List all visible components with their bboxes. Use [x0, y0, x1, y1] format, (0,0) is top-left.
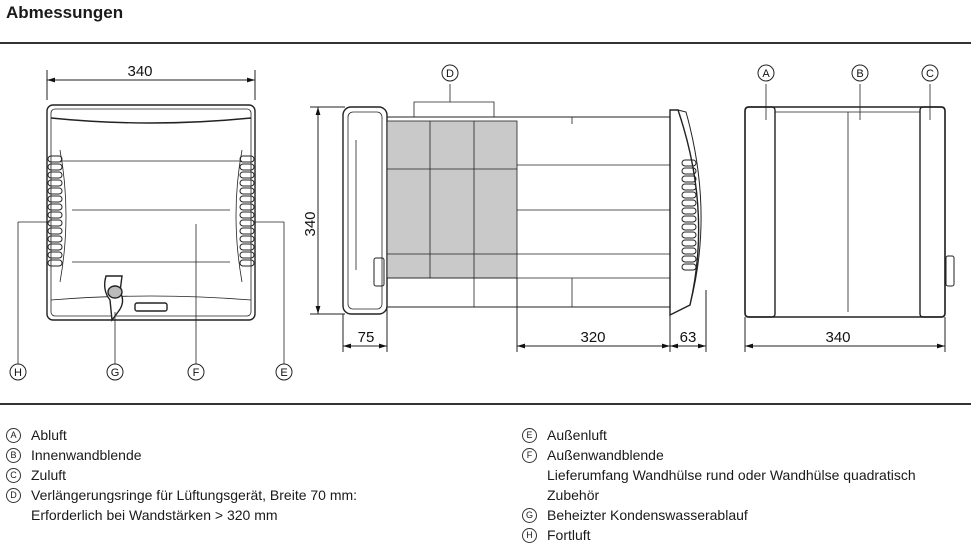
legend-item-f: F Außenwandblende	[518, 445, 916, 465]
condensate-drain	[103, 275, 168, 322]
front-view	[17, 70, 285, 364]
callout-h-label: H	[14, 367, 22, 379]
extension-rings	[386, 120, 518, 279]
legend-badge: A	[6, 428, 21, 443]
bottom-divider	[0, 403, 971, 405]
callout-b-label: B	[856, 68, 863, 80]
callout-f-label: F	[193, 367, 200, 379]
legend-item-a: A Abluft	[2, 425, 357, 445]
legend-text: Innenwandblende	[31, 447, 142, 463]
callout-d-label: D	[446, 68, 454, 80]
legend-badge: E	[522, 428, 537, 443]
callout-b: B	[851, 64, 869, 82]
legend-item-f-note-2: Zubehör	[518, 485, 916, 505]
legend-text: Verlängerungsringe für Lüftungsgerät, Br…	[31, 487, 358, 503]
legend-text: Zuluft	[31, 467, 67, 483]
dim-side-outer: 63	[680, 329, 697, 346]
legend-text: Außenluft	[547, 427, 607, 443]
legend-text: Beheizter Kondenswasserablauf	[547, 507, 748, 523]
legend-item-g: G Beheizter Kondenswasserablauf	[518, 505, 916, 525]
legend-text: Außenwandblende	[547, 447, 664, 463]
legend-badge-empty	[6, 508, 21, 523]
legend-badge: D	[6, 488, 21, 503]
dimension-drawing: 340	[9, 63, 955, 381]
front-left-grille	[47, 155, 63, 267]
page-title: Abmessungen	[6, 3, 124, 22]
legend-left: A Abluft B Innenwandblende C Zuluft D Ve…	[2, 425, 357, 525]
legend-badge: H	[522, 528, 537, 543]
callout-a-label: A	[762, 68, 770, 80]
callout-g: G	[106, 363, 124, 381]
side-view	[310, 84, 707, 352]
legend-badge: C	[6, 468, 21, 483]
legend-text: Abluft	[31, 427, 67, 443]
legend-text: Fortluft	[547, 527, 591, 543]
legend-item-b: B Innenwandblende	[2, 445, 357, 465]
legend-right: E Außenluft F Außenwandblende Lieferumfa…	[518, 425, 916, 545]
top-divider	[0, 42, 971, 44]
legend-text: Erforderlich bei Wandstärken > 320 mm	[31, 507, 278, 523]
callout-e: E	[275, 363, 293, 381]
legend-badge: F	[522, 448, 537, 463]
side-outer-grille	[681, 159, 697, 271]
dim-front-width: 340	[127, 63, 152, 80]
legend-badge-empty	[522, 488, 537, 503]
top-view	[744, 84, 955, 352]
callout-h: H	[9, 363, 27, 381]
legend-badge-empty	[522, 468, 537, 483]
callout-f: F	[187, 363, 205, 381]
dim-side-inner: 75	[358, 329, 375, 346]
callout-e-label: E	[280, 367, 287, 379]
legend-badge: G	[522, 508, 537, 523]
callout-c-label: C	[926, 68, 934, 80]
legend-item-e: E Außenluft	[518, 425, 916, 445]
front-right-grille	[239, 155, 255, 267]
legend-item-d: D Verlängerungsringe für Lüftungsgerät, …	[2, 485, 357, 505]
callout-a: A	[757, 64, 775, 82]
legend-item-h: H Fortluft	[518, 525, 916, 545]
dim-side-depth: 320	[580, 329, 605, 346]
dim-side-height: 340	[302, 211, 319, 236]
legend-item-f-note-1: Lieferumfang Wandhülse rund oder Wandhül…	[518, 465, 916, 485]
dim-top-width: 340	[825, 329, 850, 346]
legend-badge: B	[6, 448, 21, 463]
legend-item-c: C Zuluft	[2, 465, 357, 485]
legend-text: Zubehör	[547, 487, 600, 503]
callout-g-label: G	[111, 367, 120, 379]
callout-d: D	[441, 64, 459, 82]
legend-item-d-note: Erforderlich bei Wandstärken > 320 mm	[2, 505, 357, 525]
callout-c: C	[921, 64, 939, 82]
legend-text: Lieferumfang Wandhülse rund oder Wandhül…	[547, 467, 916, 483]
